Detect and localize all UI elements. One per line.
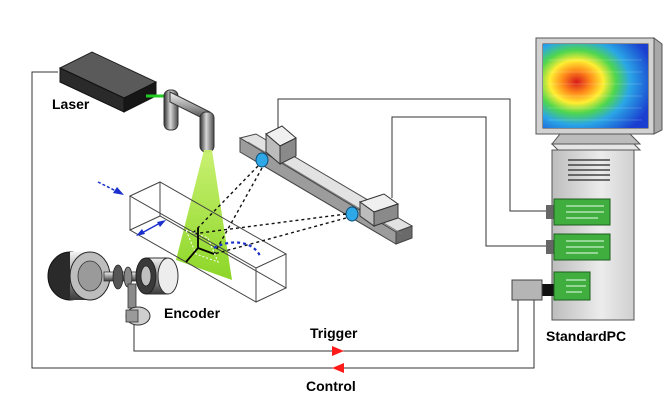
flow-arrows (97, 181, 262, 257)
laser-label: Laser (52, 96, 90, 112)
camera-2 (345, 193, 400, 227)
drive-motor (47, 251, 151, 301)
camera-1 (255, 125, 297, 168)
camera-view-lines (191, 165, 347, 255)
encoder-label: Encoder (164, 305, 221, 321)
control-label: Control (306, 378, 356, 394)
trigger-label: Trigger (310, 325, 358, 341)
optics-arm (163, 89, 215, 153)
wiring (31, 71, 546, 369)
encoder-sensor (125, 283, 151, 326)
camera1-wire (277, 98, 546, 212)
io-card (541, 271, 591, 301)
camera2-wire (391, 116, 546, 247)
velocity-field-plot (543, 44, 648, 128)
encoder-device (135, 257, 179, 295)
laser-unit (58, 51, 172, 113)
laser-sheet (176, 150, 232, 280)
control-wire (31, 71, 535, 369)
frame-grabber-card-2 (546, 233, 611, 261)
pc-label: StandardPC (546, 328, 626, 344)
camera-2-lens (345, 206, 359, 222)
camera-1-lens (255, 152, 269, 168)
monitor (535, 37, 663, 145)
flow-channel (128, 181, 288, 303)
trigger-box (511, 279, 543, 301)
control-arrow (332, 363, 344, 373)
trigger-arrow (332, 346, 344, 356)
trigger-wire (133, 300, 519, 352)
measurement-region (185, 228, 219, 263)
frame-grabber-card-1 (546, 198, 611, 226)
